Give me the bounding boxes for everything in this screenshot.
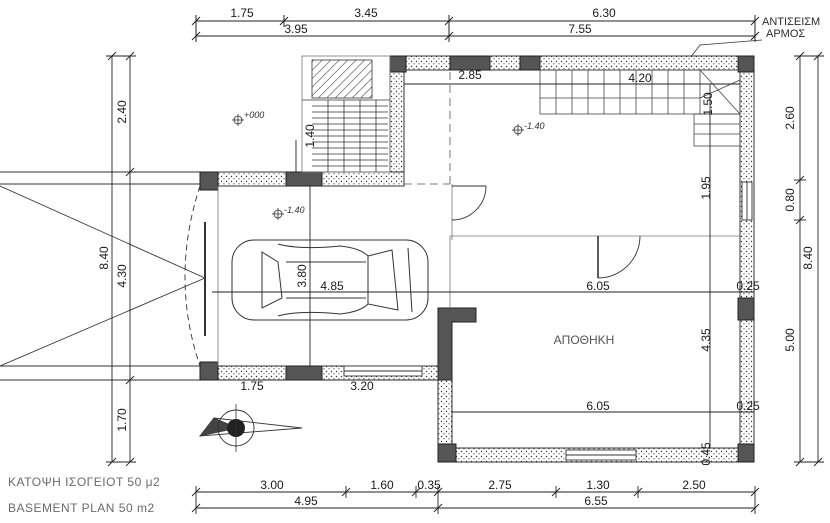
dim-stair-depth: 1.50 <box>701 92 715 116</box>
left-dim-upper: 2.40 <box>115 100 129 124</box>
seismic-joint-label-1: ΑΝΤΙΣΕΙΣΜ <box>762 16 820 28</box>
bottom-dim-1: 3.00 <box>260 478 284 492</box>
interior-dimension-lines <box>200 83 754 448</box>
bottom-dim-3: 0.35 <box>417 478 441 492</box>
car <box>231 239 429 321</box>
bottom-dim-4: 2.75 <box>488 478 512 492</box>
dim-garage-width: 4.85 <box>320 279 344 293</box>
right-dim-upper: 2.60 <box>783 106 797 130</box>
right-dim-middle: 0.80 <box>783 188 797 212</box>
left-stair <box>301 55 391 173</box>
dim-garage-depth: 3.80 <box>295 264 309 288</box>
dim-stair-right: 4.20 <box>628 71 652 85</box>
north-arrow-icon <box>199 404 303 452</box>
columns <box>199 55 755 463</box>
dim-stair-left-height: 1.40 <box>303 124 317 148</box>
level-stair: -1.40 <box>524 121 545 131</box>
top-dimension-lines <box>191 15 760 42</box>
interior-lines <box>217 184 740 366</box>
level-markers <box>232 114 524 220</box>
windows <box>343 181 753 461</box>
dim-storage-height: 4.35 <box>699 328 713 352</box>
dim-wall-thk-1: 0.25 <box>736 279 760 293</box>
top-dim-4: 3.95 <box>284 22 308 36</box>
bottom-dim-5: 1.30 <box>586 478 610 492</box>
level-ground: +000 <box>244 110 264 120</box>
doors <box>451 185 641 279</box>
dim-storage-width-top: 6.05 <box>586 279 610 293</box>
right-dim-outer: 8.40 <box>801 246 815 270</box>
dim-front-right: 3.20 <box>350 379 374 393</box>
garage-entrance <box>0 171 206 381</box>
level-garage: -1.40 <box>284 205 305 215</box>
plan-title-english: BASEMENT PLAN 50 m2 <box>8 501 155 515</box>
left-dim-outer: 8.40 <box>97 246 111 270</box>
room-label-storage: ΑΠΟΘΗΚΗ <box>554 333 615 347</box>
dim-front-left: 1.75 <box>240 379 264 393</box>
top-dim-2: 3.45 <box>354 6 378 20</box>
right-dim-lower: 5.00 <box>783 328 797 352</box>
plan-title-greek: ΚΑΤΟΨΗ ΙΣΟΓΕΙΟΤ 50 μ2 <box>8 475 160 489</box>
top-dim-1: 1.75 <box>230 6 254 20</box>
left-dimension-lines <box>106 51 136 467</box>
bottom-dim-8: 6.55 <box>584 494 608 508</box>
bottom-dim-6: 2.50 <box>682 478 706 492</box>
bottom-dim-2: 1.60 <box>370 478 394 492</box>
seismic-joint-label-2: ΑΡΜΟΣ <box>766 28 805 40</box>
dim-wall-thk-2: 0.25 <box>736 399 760 413</box>
seismic-joint-leader <box>689 39 763 59</box>
left-dim-lower: 1.70 <box>115 408 129 432</box>
dim-right-upper-height: 1.95 <box>699 176 713 200</box>
top-dim-5: 7.55 <box>568 22 592 36</box>
left-dim-middle: 4.30 <box>115 264 129 288</box>
dim-stair-left: 2.85 <box>458 68 482 82</box>
hidden-lines <box>404 72 451 185</box>
dim-storage-width-bottom: 6.05 <box>586 399 610 413</box>
bottom-dim-7: 4.95 <box>294 494 318 508</box>
walls <box>199 55 755 463</box>
bottom-dimension-lines <box>191 486 760 514</box>
dim-wall-thk-3: 0.45 <box>699 442 713 466</box>
top-dim-3: 6.30 <box>592 6 616 20</box>
right-dimension-lines <box>794 51 824 467</box>
